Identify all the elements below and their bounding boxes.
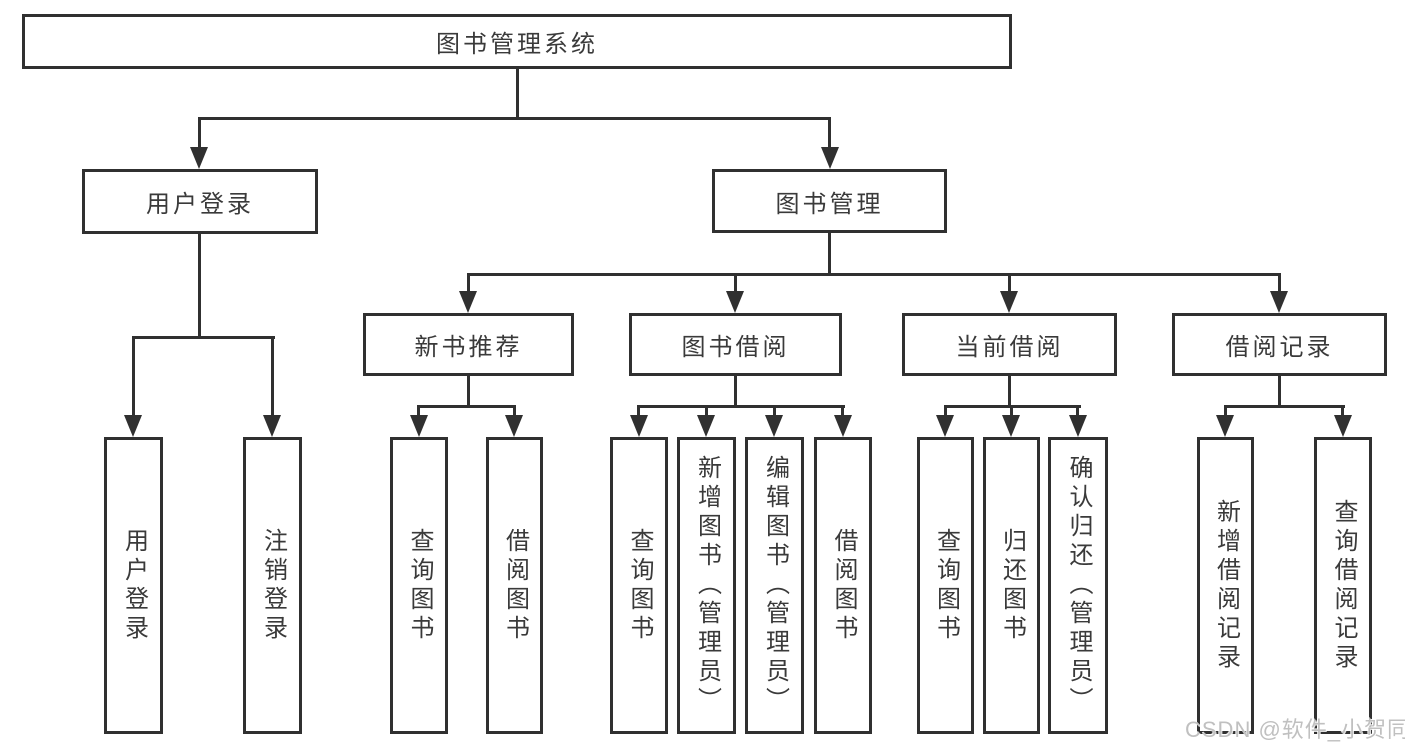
- leaf-return-books: 归还图书: [983, 437, 1040, 734]
- arrow-down-icon: [263, 415, 281, 437]
- edge-to-new-book-recommend: [467, 273, 470, 293]
- arrow-down-icon: [459, 291, 477, 313]
- arrow-down-icon: [190, 147, 208, 169]
- leaf-label: 用户登录: [120, 527, 148, 644]
- edge-borrowing-records-drop: [1278, 376, 1281, 407]
- leaf-label: 查询借阅记录: [1330, 498, 1357, 673]
- leaf-label: 查询图书: [932, 527, 960, 644]
- edge-current-borrowing-drop: [1008, 376, 1011, 407]
- edge-book-management-branch: [467, 273, 1281, 276]
- edge-book-borrowing-branch: [637, 405, 845, 408]
- node-label: 借阅记录: [1225, 334, 1334, 361]
- leaf-label: 确认归还（管理员）: [1065, 455, 1092, 716]
- edge-user-login-branch: [132, 336, 275, 339]
- leaf-label: 新增借阅记录: [1212, 498, 1240, 673]
- leaf-query-books-recommend: 查询图书: [390, 437, 448, 734]
- leaf-add-borrow-record: 新增借阅记录: [1197, 437, 1254, 734]
- edge-stub: [705, 405, 708, 417]
- node-label: 新书推荐: [414, 334, 523, 361]
- edge-stub: [841, 405, 844, 417]
- edge-stub: [1076, 405, 1079, 417]
- leaf-confirm-return-admin: 确认归还（管理员）: [1048, 437, 1108, 734]
- arrow-down-icon: [1270, 291, 1288, 313]
- leaf-label: 借阅图书: [501, 527, 529, 644]
- arrow-down-icon: [726, 291, 744, 313]
- edge-user-login-drop: [198, 234, 201, 336]
- leaf-query-books-borrowing: 查询图书: [610, 437, 668, 734]
- node-book-management: 图书管理: [712, 169, 947, 233]
- node-label: 图书管理: [775, 190, 884, 218]
- node-user-login: 用户登录: [82, 169, 318, 234]
- arrow-down-icon: [410, 415, 428, 437]
- arrow-down-icon: [936, 415, 954, 437]
- arrow-down-icon: [1002, 415, 1020, 437]
- edge-stub: [1010, 405, 1013, 417]
- edge-root-drop: [516, 69, 519, 120]
- edge-new-book-branch: [417, 405, 516, 408]
- leaf-label: 查询图书: [626, 527, 653, 644]
- edge-stub: [944, 405, 947, 417]
- arrow-down-icon: [1334, 415, 1352, 437]
- leaf-label: 借阅图书: [830, 527, 857, 644]
- edge-stub: [773, 405, 776, 417]
- leaf-edit-books-admin: 编辑图书（管理员）: [745, 437, 804, 734]
- csdn-watermark: CSDN @软件_小贺同学: [1185, 717, 1405, 742]
- arrow-down-icon: [834, 415, 852, 437]
- arrow-down-icon: [1069, 415, 1087, 437]
- node-borrowing-records: 借阅记录: [1172, 313, 1387, 376]
- leaf-label: 新增图书（管理员）: [693, 455, 721, 716]
- node-current-borrowing: 当前借阅: [902, 313, 1117, 376]
- edge-stub: [637, 405, 640, 417]
- edge-to-login-leaf: [132, 336, 135, 417]
- edge-borrowing-records-branch: [1224, 405, 1345, 408]
- arrow-down-icon: [821, 147, 839, 169]
- edge-stub: [1224, 405, 1227, 417]
- edge-to-logout-leaf: [271, 336, 274, 417]
- edge-new-book-drop: [467, 376, 470, 407]
- edge-to-user-login: [198, 117, 201, 149]
- arrow-down-icon: [697, 415, 715, 437]
- arrow-down-icon: [1216, 415, 1234, 437]
- edge-stub: [417, 405, 420, 417]
- leaf-borrow-books-borrowing: 借阅图书: [814, 437, 872, 734]
- leaf-user-login: 用户登录: [104, 437, 163, 734]
- arrow-down-icon: [765, 415, 783, 437]
- edge-book-management-drop: [828, 233, 831, 275]
- edge-to-borrowing-records: [1278, 273, 1281, 293]
- node-book-borrowing: 图书借阅: [629, 313, 842, 376]
- node-label: 图书借阅: [681, 334, 790, 361]
- leaf-logout: 注销登录: [243, 437, 302, 734]
- edge-root-branch: [198, 117, 831, 120]
- node-new-book-recommend: 新书推荐: [363, 313, 574, 376]
- node-label: 用户登录: [146, 191, 254, 218]
- edge-to-current-borrowing: [1008, 273, 1011, 293]
- node-library-management-system: 图书管理系统: [22, 14, 1012, 69]
- leaf-query-books-current: 查询图书: [917, 437, 974, 734]
- leaf-label: 查询图书: [406, 527, 433, 644]
- leaf-label: 编辑图书（管理员）: [761, 455, 789, 716]
- leaf-label: 归还图书: [998, 527, 1026, 644]
- arrow-down-icon: [124, 415, 142, 437]
- edge-to-book-borrowing: [734, 273, 737, 293]
- leaf-query-borrow-record: 查询借阅记录: [1314, 437, 1372, 734]
- arrow-down-icon: [505, 415, 523, 437]
- leaf-add-books-admin: 新增图书（管理员）: [677, 437, 736, 734]
- edge-book-borrowing-drop: [734, 376, 737, 407]
- edge-stub: [1341, 405, 1344, 417]
- leaf-borrow-books-recommend: 借阅图书: [486, 437, 543, 734]
- edge-stub: [513, 405, 516, 417]
- arrow-down-icon: [630, 415, 648, 437]
- node-label: 当前借阅: [955, 334, 1064, 361]
- arrow-down-icon: [1000, 291, 1018, 313]
- leaf-label: 注销登录: [259, 527, 287, 644]
- node-label: 图书管理系统: [436, 31, 598, 58]
- edge-to-book-management: [828, 117, 831, 149]
